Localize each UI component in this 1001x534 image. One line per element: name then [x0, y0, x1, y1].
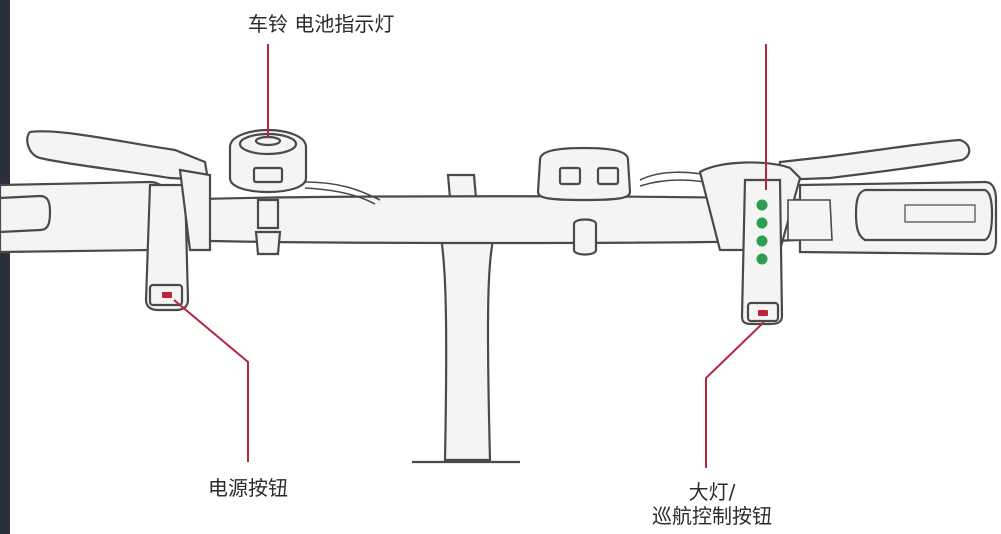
left-edge-bar: [0, 0, 10, 534]
left-clamp: [144, 168, 212, 312]
label-bell-battery: 车铃 电池指示灯: [248, 12, 395, 36]
headlight-cruise-button[interactable]: [758, 310, 768, 316]
right-grip: [798, 180, 998, 256]
battery-led: [756, 253, 768, 265]
leader-lines: [173, 44, 767, 468]
bell[interactable]: [228, 128, 308, 256]
label-power-button: 电源按钮: [208, 476, 288, 500]
power-button[interactable]: [162, 292, 172, 298]
center-display: [536, 146, 632, 256]
left-brake-lever: [26, 130, 210, 182]
right-brake-lever: [776, 138, 971, 182]
right-control-unit: [698, 161, 833, 326]
label-headlight-line1: 大灯/: [688, 480, 736, 504]
battery-led: [756, 217, 768, 229]
left-grip: [0, 180, 167, 254]
leader-line-power: [173, 299, 249, 462]
leader-line-headlight: [705, 321, 765, 468]
battery-led: [756, 199, 768, 211]
label-headlight-line2: 巡航控制按钮: [652, 504, 772, 528]
label-headlight-cruise: 大灯/ 巡航控制按钮: [612, 480, 812, 528]
battery-indicator: [756, 199, 768, 265]
battery-led: [756, 235, 768, 247]
